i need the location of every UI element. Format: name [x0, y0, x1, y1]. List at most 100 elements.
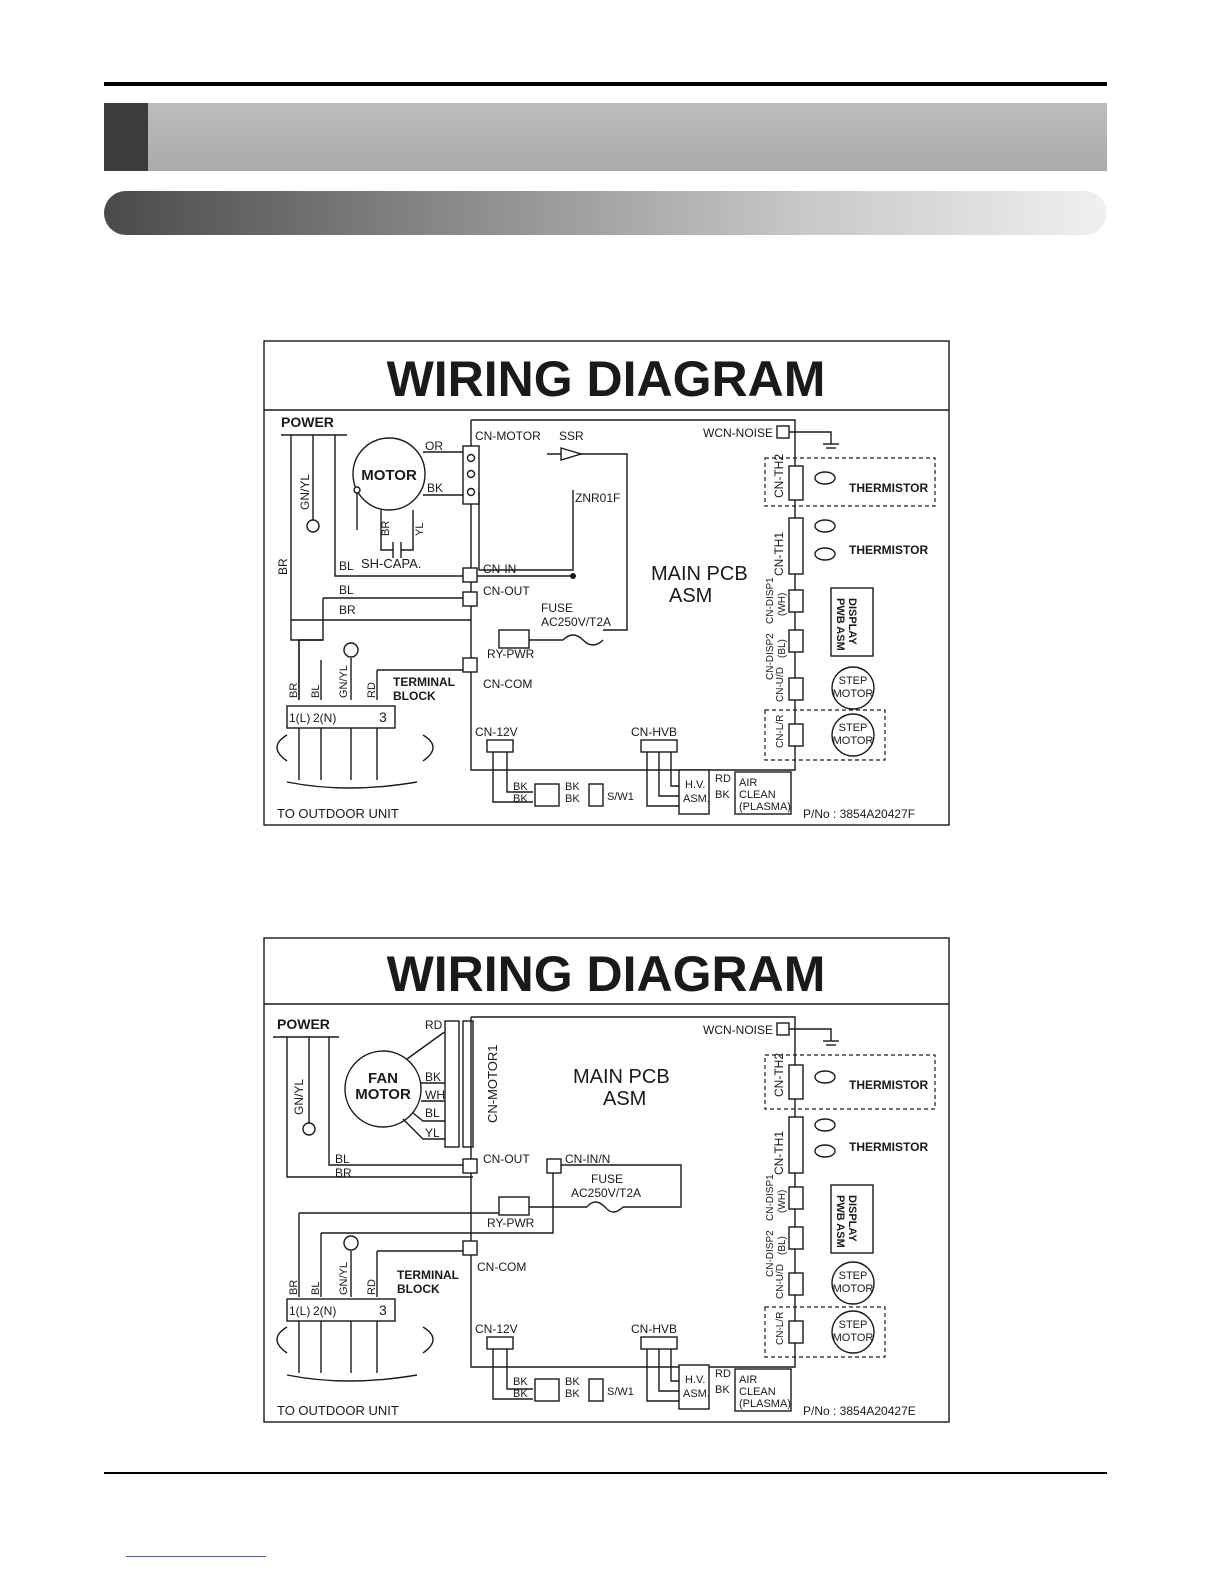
relay-label: RY-PWR — [487, 647, 535, 661]
diagram-title: WIRING DIAGRAM — [387, 946, 826, 1002]
footer-link-underline — [126, 1556, 266, 1557]
cn-12v-label: CN-12V — [475, 725, 518, 739]
cn-disp2-color: (BL) — [777, 1236, 788, 1255]
switch-connector — [534, 1378, 560, 1402]
air-clean-label-2: CLEAN — [739, 789, 776, 801]
cn-com-connector — [462, 657, 478, 673]
cn-th1-connector — [788, 1116, 804, 1174]
bottom-rule — [104, 1472, 1107, 1474]
main-pcb-label: MAIN PCB — [651, 563, 748, 585]
fuse-rating: AC250V/T2A — [571, 1186, 641, 1200]
ground-symbol — [302, 1122, 316, 1136]
ssr-label: SSR — [559, 429, 584, 443]
tb-wire-br: BR — [288, 1280, 300, 1295]
step-motor-lr-label: STEP — [839, 722, 868, 734]
motor-wire-bk: BK — [427, 481, 443, 495]
terminal-block-label: TERMINAL — [393, 675, 455, 689]
cn-out-connector — [462, 591, 478, 607]
wire-label-br: BR — [276, 558, 290, 575]
hv-label: H.V. — [685, 1374, 705, 1386]
cn-in-connector — [462, 567, 478, 583]
hv-label-2: ASM. — [683, 793, 710, 805]
tb-wire-rd: RD — [366, 682, 378, 698]
sh-capa-label: SH-CAPA. — [361, 556, 421, 571]
sw-wire-2: BK — [513, 1388, 528, 1400]
sw-wire-3: BK — [565, 1376, 580, 1388]
hv-label: H.V. — [685, 779, 705, 791]
main-pcb-asm: ASM — [669, 585, 712, 607]
cn-disp1-connector — [788, 589, 804, 613]
cn-th2-label: CN-TH2 — [772, 1053, 786, 1097]
fan-motor-circle — [344, 1050, 422, 1128]
thermistor-label-2: THERMISTOR — [849, 543, 928, 557]
cn-ud-connector — [788, 1272, 804, 1296]
step-motor-lr — [831, 713, 875, 757]
switch-label: S/W1 — [607, 1386, 634, 1398]
air-clean-label-3: (PLASMA) — [739, 1398, 791, 1410]
cn-disp1-connector — [788, 1186, 804, 1210]
cn-ud-connector — [788, 677, 804, 701]
cn-disp1-color: (WH) — [777, 1190, 788, 1213]
fuse-label: FUSE — [541, 601, 573, 615]
znr-label: ZNR01F — [575, 491, 620, 505]
cn-disp1-label: CN-DISP1 — [765, 577, 776, 624]
hv-label-2: ASM. — [683, 1388, 710, 1400]
pcb-outline — [470, 419, 796, 771]
cn-motor1-label: CN-MOTOR1 — [485, 1045, 500, 1123]
diagram-frame — [263, 937, 950, 1423]
cn-in-n-label: CN-IN/N — [565, 1152, 610, 1166]
hv-wire-bk: BK — [715, 1384, 730, 1396]
relay-box — [498, 629, 530, 649]
fuse-label: FUSE — [591, 1172, 623, 1186]
step-motor-ud — [831, 1261, 875, 1305]
wcn-noise-label: WCN-NOISE — [703, 1023, 773, 1037]
outdoor-label: TO OUTDOOR UNIT — [277, 806, 399, 821]
switch-symbol — [588, 783, 604, 807]
cn-th1-label: CN-TH1 — [772, 532, 786, 576]
cn-ud-label: CN-U/D — [775, 1264, 786, 1299]
terminal-block — [286, 705, 396, 729]
fan-motor-label-2: MOTOR — [355, 1086, 411, 1103]
cn-disp2-label: CN-DISP2 — [765, 1230, 776, 1277]
display-pwb-box — [830, 587, 874, 657]
cn-disp2-connector — [788, 629, 804, 653]
switch-symbol — [588, 1378, 604, 1402]
wire-label-bl: BL — [335, 1152, 350, 1166]
motor-wire-bk: BK — [425, 1070, 441, 1084]
tb-wire-gnyl: GN/YL — [338, 665, 350, 698]
step-motor-ud-label: STEP — [839, 1270, 868, 1282]
cn-th2-box — [764, 1054, 936, 1110]
cn-th2-box — [764, 457, 936, 507]
cn-out-label: CN-OUT — [483, 584, 530, 598]
hv-wire-rd: RD — [715, 773, 731, 785]
fuse-symbol — [562, 634, 604, 646]
tb-wire-bl: BL — [310, 685, 322, 698]
sw-wire-3: BK — [565, 781, 580, 793]
wire-label-br: BR — [335, 1166, 352, 1180]
cn-disp2-color: (BL) — [777, 639, 788, 658]
cn-12v-connector — [486, 739, 514, 753]
cn-com-label: CN-COM — [483, 677, 532, 691]
wire-label-gnyl: GN/YL — [292, 1079, 306, 1115]
cn-hvb-connector — [640, 1336, 678, 1350]
tb-wire-gnyl: GN/YL — [338, 1262, 350, 1295]
ground-symbol — [306, 519, 320, 533]
main-pcb-asm: ASM — [603, 1088, 646, 1110]
thermistor-label-1: THERMISTOR — [849, 481, 928, 495]
ssr-symbol — [560, 447, 584, 461]
step-motor-lr-label: STEP — [839, 1319, 868, 1331]
motor-wire-br: BR — [380, 521, 392, 536]
hv-asm-box — [678, 769, 710, 815]
cn-disp1-color: (WH) — [777, 593, 788, 616]
wire-label-bl-2: BL — [339, 583, 354, 597]
sw-wire-1: BK — [513, 1376, 528, 1388]
wcn-noise-connector — [776, 425, 790, 439]
motor-wire-yl: YL — [414, 523, 426, 536]
cn-hvb-label: CN-HVB — [631, 725, 677, 739]
cn-12v-connector — [486, 1336, 514, 1350]
cn-motor1-connector — [444, 1020, 460, 1148]
motor-wire-yl: YL — [425, 1126, 440, 1140]
switch-label: S/W1 — [607, 791, 634, 803]
cn-hvb-connector — [640, 739, 678, 753]
cn-disp2-connector — [788, 1226, 804, 1250]
